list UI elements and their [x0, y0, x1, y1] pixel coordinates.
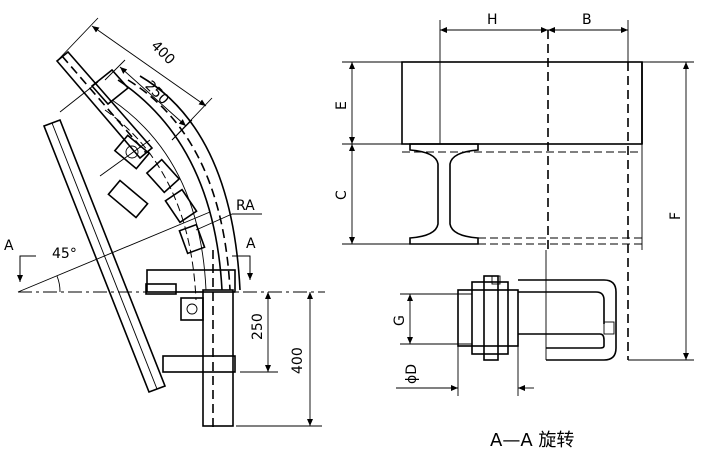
- horizontal-brackets: [145, 269, 236, 373]
- dim-c-label: C: [334, 190, 350, 200]
- roller-blocks: [99, 134, 206, 255]
- section-marks: A A: [4, 236, 256, 282]
- dim-f-label: F: [668, 212, 684, 220]
- dimension-d: ϕD: [396, 346, 534, 396]
- dimension-400-top: 400: [56, 17, 213, 141]
- dim-400-bottom-label: 400: [290, 347, 306, 374]
- dim-400-top-label: 400: [148, 38, 178, 68]
- dimension-h: H: [439, 12, 548, 62]
- upper-section: [55, 50, 154, 160]
- dimension-c: C: [334, 144, 410, 245]
- angle-reference: 45°: [17, 211, 325, 293]
- section-caption: A—A 旋转: [490, 430, 574, 451]
- right-view: H B E C F G: [334, 12, 694, 451]
- dimension-400-bottom: 400: [236, 292, 322, 427]
- dimension-g: G: [392, 293, 472, 345]
- dimension-250-bottom: 250: [240, 292, 278, 373]
- vertical-lower-section: [180, 250, 234, 430]
- dimension-f: F: [628, 61, 694, 361]
- angle-label: 45°: [52, 246, 77, 262]
- section-mark-right: A: [246, 236, 256, 252]
- radius-label: RA: [236, 198, 255, 214]
- dim-d-label: ϕD: [404, 364, 420, 384]
- dimension-250-top: 250: [104, 59, 193, 141]
- dim-e-label: E: [334, 101, 350, 110]
- dim-h-label: H: [487, 12, 498, 28]
- dim-250-top-label: 250: [142, 78, 172, 108]
- dimension-b: B: [548, 12, 629, 62]
- i-beam: [409, 143, 643, 250]
- dim-b-label: B: [582, 12, 592, 28]
- lower-clamp: [457, 250, 617, 361]
- dim-250-bottom-label: 250: [250, 313, 266, 340]
- radius-callout: RA: [195, 198, 262, 231]
- curved-track: [104, 75, 241, 301]
- dim-g-label: G: [392, 315, 408, 326]
- section-mark-left: A: [4, 238, 14, 254]
- left-view: 45° A A RA 400 250: [4, 17, 325, 430]
- right-frame: [641, 61, 650, 144]
- dimension-e: E: [334, 61, 410, 145]
